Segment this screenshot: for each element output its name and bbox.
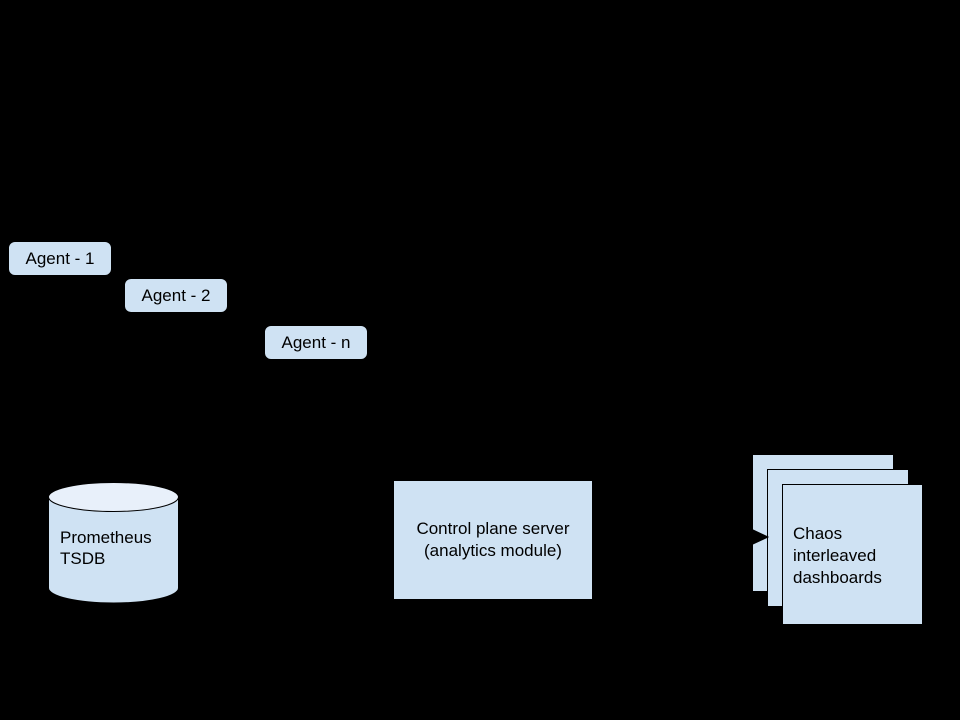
prometheus-tsdb-node[interactable]: Prometheus TSDB bbox=[48, 482, 179, 603]
agent-node-2-label: Agent - 2 bbox=[141, 286, 211, 305]
control-plane-server-label: Control plane server (analytics module) bbox=[416, 519, 570, 560]
cylinder-icon bbox=[48, 482, 179, 603]
connector-agent1-to-control-plane bbox=[112, 258, 393, 259]
connector-tsdb-to-control-plane bbox=[179, 540, 393, 541]
agent-node-1-label: Agent - 1 bbox=[25, 249, 95, 268]
dashboard-sheet-front bbox=[782, 484, 923, 625]
chaos-dashboards-node[interactable]: Chaos interleaved dashboards bbox=[752, 454, 924, 626]
prometheus-tsdb-label: Prometheus TSDB bbox=[60, 528, 152, 568]
connector-agent2-to-control-plane bbox=[228, 295, 393, 296]
control-plane-server-node[interactable]: Control plane server (analytics module) bbox=[393, 480, 593, 600]
agent-node-1[interactable]: Agent - 1 bbox=[8, 241, 112, 276]
agent-node-2[interactable]: Agent - 2 bbox=[124, 278, 228, 313]
agent-node-n-label: Agent - n bbox=[281, 333, 351, 352]
connector-control-plane-to-dashboards bbox=[593, 537, 753, 538]
connector-agentn-to-control-plane bbox=[368, 342, 393, 343]
arrow-right-icon bbox=[752, 529, 770, 545]
chaos-dashboards-label: Chaos interleaved dashboards bbox=[793, 524, 882, 587]
agent-node-n[interactable]: Agent - n bbox=[264, 325, 368, 360]
